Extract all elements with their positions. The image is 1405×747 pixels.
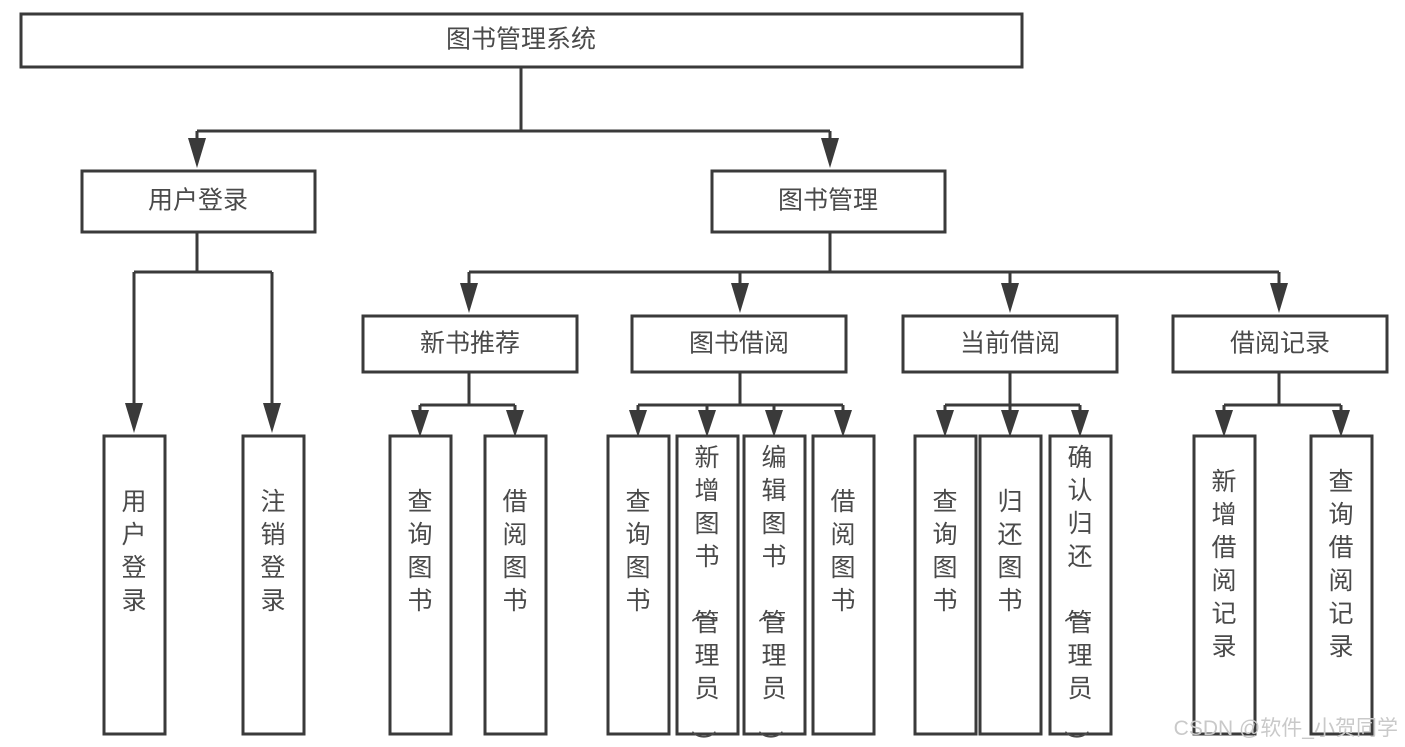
node-leaf-query-book-2-label: 查询图书 <box>625 488 650 615</box>
node-borrow-record-label: 借阅记录 <box>1230 330 1330 358</box>
arrow-to-book-borrow <box>731 283 749 313</box>
node-leaf-query-book-3-box[interactable] <box>913 434 978 736</box>
node-leaf-add-record[interactable]: 新增借阅记录 <box>1192 434 1257 736</box>
arrow-to-book-management <box>821 138 839 168</box>
node-leaf-add-record-label: 新增借阅记录 <box>1211 468 1236 661</box>
node-leaf-borrow-book-1-box[interactable] <box>483 434 548 736</box>
node-leaf-borrow-book-2-label: 借阅图书 <box>830 488 855 615</box>
arrow-to-leaf-query-book-3 <box>936 410 954 437</box>
node-book-management-box[interactable] <box>710 169 947 234</box>
node-leaf-borrow-book-2-box[interactable] <box>811 434 876 736</box>
arrow-to-leaf-user-login <box>125 403 143 433</box>
node-leaf-query-book-1-box[interactable] <box>388 434 453 736</box>
node-leaf-borrow-book-2[interactable]: 借阅图书 <box>811 434 876 736</box>
node-leaf-confirm-return-label: 确认归还（管理员） <box>1061 444 1092 747</box>
arrow-to-leaf-query-book-1 <box>411 410 429 437</box>
node-book-borrow-box[interactable] <box>630 314 848 374</box>
node-leaf-edit-book[interactable]: 编辑图书（管理员） <box>742 434 807 747</box>
node-book-management[interactable]: 图书管理 <box>710 169 947 234</box>
watermark-label: CSDN @软件_小贺同学 <box>1174 717 1398 740</box>
node-borrow-record-box[interactable] <box>1171 314 1389 374</box>
arrow-to-leaf-edit-book <box>765 410 783 437</box>
node-current-borrow-box[interactable] <box>901 314 1119 374</box>
connector-layer <box>125 67 1350 437</box>
node-leaf-query-book-3[interactable]: 查询图书 <box>913 434 978 736</box>
node-book-management-label: 图书管理 <box>778 187 878 215</box>
arrow-to-leaf-confirm-return <box>1071 410 1089 437</box>
node-leaf-user-login-label: 用户登录 <box>121 488 146 615</box>
node-leaf-borrow-book-1-label: 借阅图书 <box>502 488 527 615</box>
node-leaf-user-login[interactable]: 用户登录 <box>102 434 167 736</box>
node-leaf-query-record-label: 查询借阅记录 <box>1328 468 1353 661</box>
node-book-borrow-label: 图书借阅 <box>689 330 789 358</box>
node-root-label: 图书管理系统 <box>446 26 596 54</box>
node-leaf-query-book-1-label: 查询图书 <box>407 488 432 615</box>
node-root-box[interactable] <box>19 12 1024 69</box>
node-new-book-recommend-label: 新书推荐 <box>420 330 520 358</box>
node-leaf-query-record-box[interactable] <box>1309 434 1374 736</box>
arrow-to-current-borrow <box>1001 283 1019 313</box>
node-root[interactable]: 图书管理系统 <box>19 12 1024 69</box>
arrow-to-leaf-borrow-book-1 <box>506 410 524 437</box>
node-user-login[interactable]: 用户登录 <box>80 169 317 234</box>
node-user-login-label: 用户登录 <box>148 187 248 215</box>
arrow-to-leaf-query-book-2 <box>629 410 647 437</box>
node-leaf-edit-book-label: 编辑图书（管理员） <box>755 444 786 747</box>
node-book-borrow[interactable]: 图书借阅 <box>630 314 848 374</box>
node-leaf-user-logout-box[interactable] <box>241 434 306 736</box>
node-leaf-return-book-box[interactable] <box>978 434 1043 736</box>
node-leaf-return-book-label: 归还图书 <box>997 488 1022 615</box>
node-leaf-query-book-2-box[interactable] <box>606 434 671 736</box>
node-leaf-user-login-box[interactable] <box>102 434 167 736</box>
node-leaf-add-record-box[interactable] <box>1192 434 1257 736</box>
node-leaf-add-book[interactable]: 新增图书（管理员） <box>675 434 740 747</box>
node-borrow-record[interactable]: 借阅记录 <box>1171 314 1389 374</box>
node-current-borrow[interactable]: 当前借阅 <box>901 314 1119 374</box>
arrow-to-leaf-add-record <box>1215 410 1233 437</box>
node-leaf-query-book-1[interactable]: 查询图书 <box>388 434 453 736</box>
arrow-to-new-book-recommend <box>460 283 478 313</box>
node-new-book-recommend[interactable]: 新书推荐 <box>361 314 579 374</box>
node-leaf-add-book-box[interactable] <box>675 434 740 736</box>
node-leaf-query-record[interactable]: 查询借阅记录 <box>1309 434 1374 736</box>
node-new-book-recommend-box[interactable] <box>361 314 579 374</box>
node-leaf-confirm-return[interactable]: 确认归还（管理员） <box>1048 434 1113 747</box>
arrow-to-borrow-record <box>1270 283 1288 313</box>
arrow-to-user-login <box>188 138 206 168</box>
node-leaf-query-book-3-label: 查询图书 <box>932 488 957 615</box>
arrow-to-leaf-return-book <box>1001 410 1019 437</box>
arrow-to-leaf-add-book <box>698 410 716 437</box>
node-leaf-borrow-book-1[interactable]: 借阅图书 <box>483 434 548 736</box>
node-leaf-return-book[interactable]: 归还图书 <box>978 434 1043 736</box>
node-leaf-query-book-2[interactable]: 查询图书 <box>606 434 671 736</box>
arrow-to-leaf-query-record <box>1332 410 1350 437</box>
arrow-to-leaf-borrow-book-2 <box>834 410 852 437</box>
node-user-login-box[interactable] <box>80 169 317 234</box>
node-leaf-add-book-label: 新增图书（管理员） <box>688 444 719 747</box>
arrow-to-leaf-user-logout <box>263 403 281 433</box>
node-leaf-user-logout-label: 注销登录 <box>260 488 285 615</box>
node-leaf-user-logout[interactable]: 注销登录 <box>241 434 306 736</box>
node-leaf-confirm-return-box[interactable] <box>1048 434 1113 736</box>
node-leaf-edit-book-box[interactable] <box>742 434 807 736</box>
node-current-borrow-label: 当前借阅 <box>960 330 1060 358</box>
